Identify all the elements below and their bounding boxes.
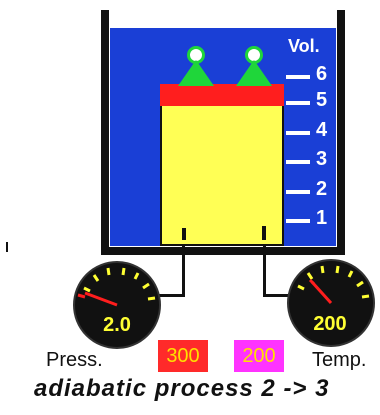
temperature-value: 200	[313, 313, 347, 335]
margin-mark	[6, 242, 8, 252]
temperature-wire-horizontal	[263, 294, 290, 297]
piston	[160, 84, 284, 106]
pressure-label: Press.	[46, 349, 103, 371]
container-left-wall	[101, 10, 109, 255]
temperature-gauge-icon	[286, 258, 376, 353]
process-caption: adiabatic process 2 -> 3	[34, 375, 330, 402]
sensor-mark	[182, 228, 186, 240]
volume-tick-label: 2	[316, 178, 328, 200]
value-badge-red: 300	[158, 340, 208, 372]
volume-tick	[286, 219, 310, 223]
volume-tick	[286, 131, 310, 135]
temperature-label: Temp.	[312, 349, 367, 371]
pressure-value: 2.0	[103, 314, 131, 336]
value-badge-magenta: 200	[234, 340, 284, 372]
pressure-wire-vertical	[182, 246, 185, 296]
gas-chamber	[160, 86, 284, 246]
volume-tick-label: 5	[316, 89, 328, 111]
volume-scale-title: Vol.	[288, 36, 320, 56]
volume-tick-label: 1	[316, 207, 328, 229]
sensor-mark	[262, 226, 266, 240]
weight-icon	[178, 46, 214, 86]
volume-tick-label: 4	[316, 119, 328, 141]
volume-tick	[286, 101, 310, 105]
pressure-gauge-icon	[72, 260, 162, 355]
container-bottom-wall	[101, 247, 345, 255]
pressure-wire-horizontal	[154, 294, 185, 297]
volume-tick	[286, 190, 310, 194]
weight-icon	[236, 46, 272, 86]
container-right-wall	[337, 10, 345, 255]
volume-tick	[286, 160, 310, 164]
temperature-wire-vertical	[263, 246, 266, 296]
volume-tick-label: 3	[316, 148, 328, 170]
volume-tick	[286, 75, 310, 79]
volume-tick-label: 6	[316, 63, 328, 85]
